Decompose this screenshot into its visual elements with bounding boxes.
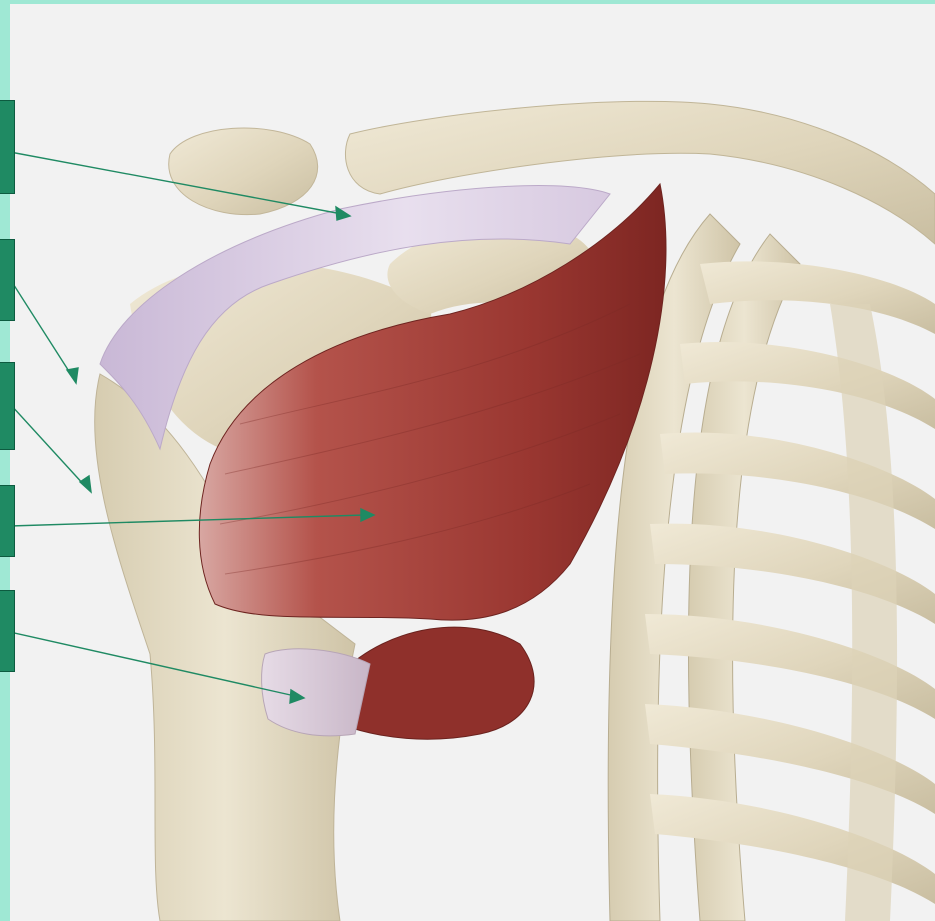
anatomy-illustration (10, 4, 935, 921)
shoulder-anatomy-image (10, 4, 935, 921)
callout-label-box-4 (0, 485, 15, 557)
callout-label-5 (0, 591, 14, 671)
callout-label-box-5 (0, 590, 15, 672)
callout-label-3 (0, 363, 14, 449)
callout-label-1 (0, 101, 14, 193)
callout-label-box-1 (0, 100, 15, 194)
callout-label-box-3 (0, 362, 15, 450)
callout-label-4 (0, 486, 14, 556)
callout-label-2 (0, 240, 14, 320)
teres-major-muscle (340, 627, 534, 739)
callout-label-box-2 (0, 239, 15, 321)
